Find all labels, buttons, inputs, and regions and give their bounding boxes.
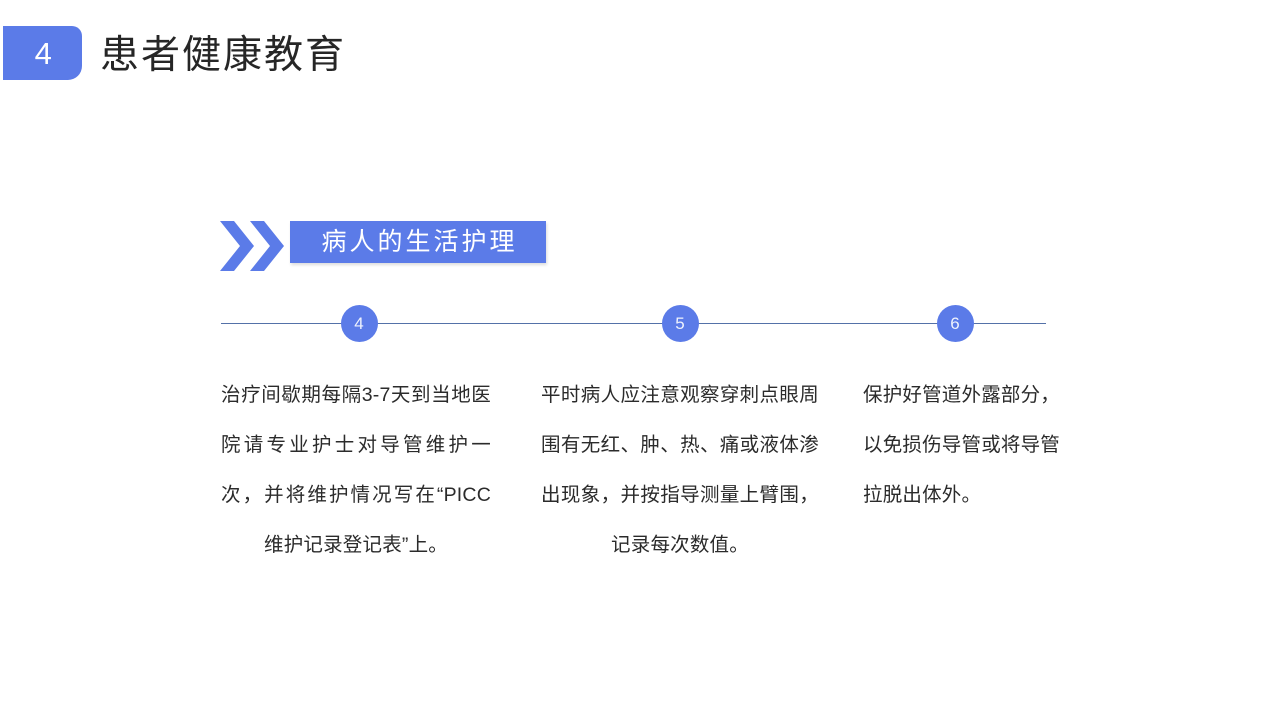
timeline: 4 5 6 bbox=[221, 305, 1046, 343]
page-title: 患者健康教育 bbox=[100, 34, 347, 77]
content-column-5: 平时病人应注意观察穿刺点眼周围有无红、肿、热、痛或液体渗出现象，并按指导测量上臂… bbox=[541, 384, 819, 556]
timeline-node-4[interactable]: 4 bbox=[340, 305, 378, 342]
content-column-4: 治疗间歇期每隔3-7天到当地医院请专业护士对导管维护一次，并将维护情况写在“PI… bbox=[221, 384, 491, 556]
timeline-node-label: 4 bbox=[354, 314, 364, 333]
subheading-banner: 病人的生活护理 bbox=[290, 221, 546, 263]
content-columns: 治疗间歇期每隔3-7天到当地医院请专业护士对导管维护一次，并将维护情况写在“PI… bbox=[0, 370, 1280, 580]
timeline-node-5[interactable]: 5 bbox=[661, 305, 699, 342]
timeline-node-label: 5 bbox=[675, 314, 685, 333]
double-chevron-right-icon bbox=[220, 219, 286, 273]
slide-header: 4 患者健康教育 bbox=[0, 0, 1280, 110]
section-number-badge: 4 bbox=[3, 26, 82, 80]
section-number-label: 4 bbox=[34, 35, 53, 71]
timeline-node-6[interactable]: 6 bbox=[936, 305, 974, 342]
content-column-6: 保护好管道外露部分，以免损伤导管或将导管拉脱出体外。 bbox=[863, 384, 1061, 506]
timeline-axis-line bbox=[221, 322, 1046, 325]
subheading-label: 病人的生活护理 bbox=[321, 227, 518, 256]
timeline-node-label: 6 bbox=[950, 314, 960, 333]
